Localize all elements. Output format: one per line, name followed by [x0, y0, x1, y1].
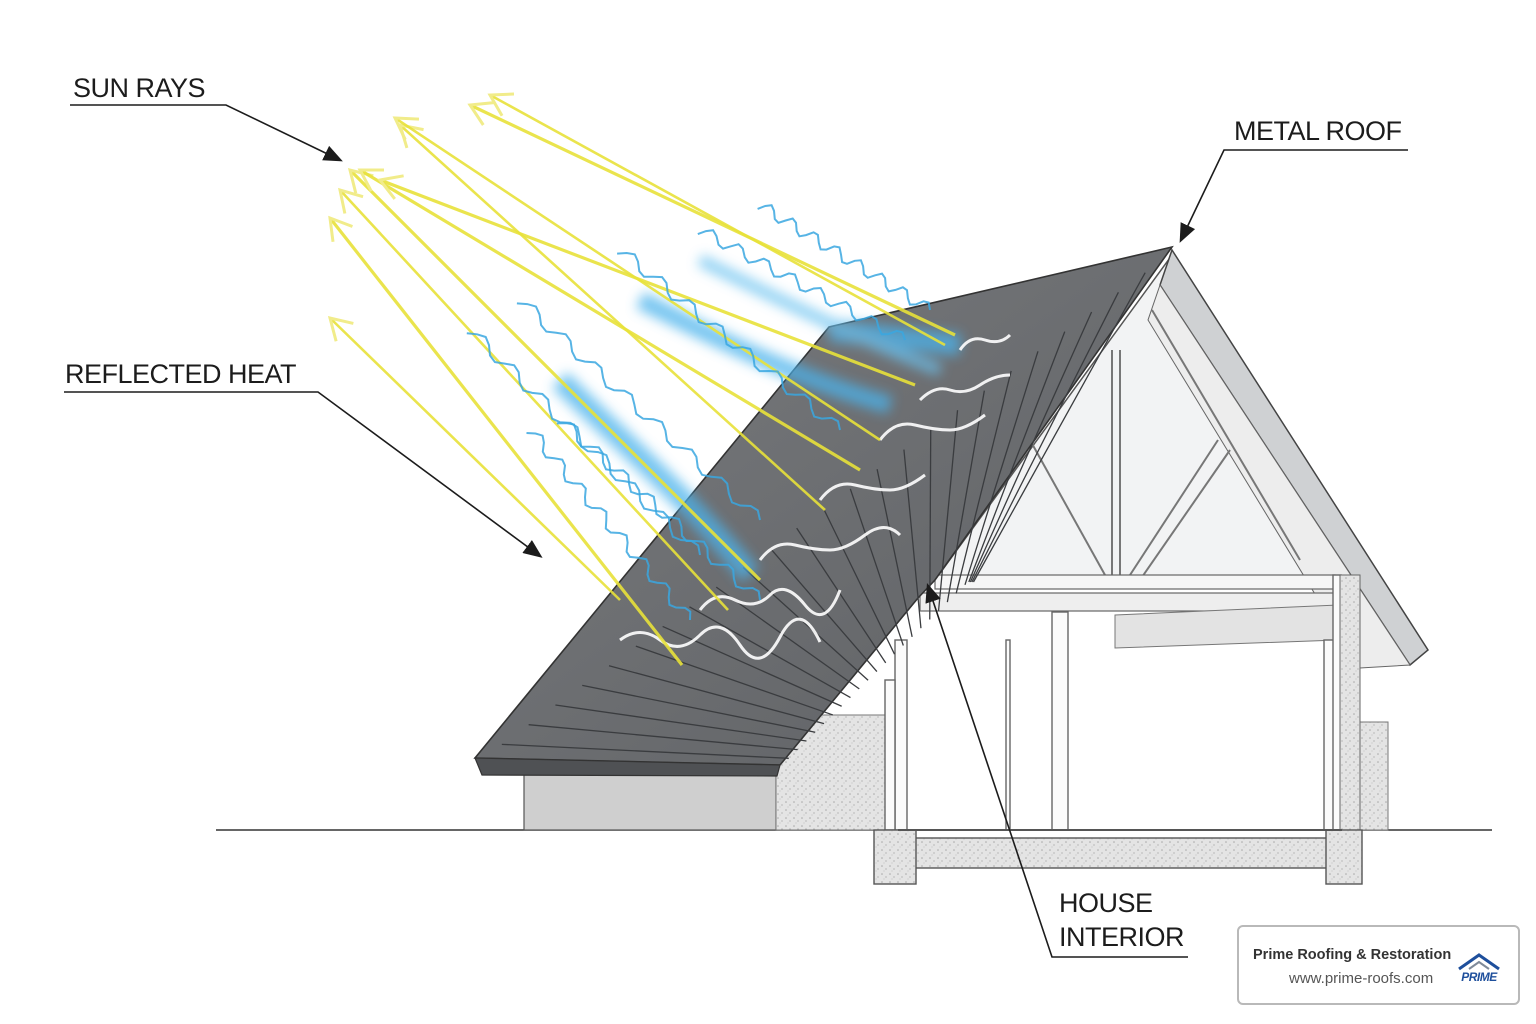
roof-seam — [969, 311, 1093, 583]
roof-seam — [971, 292, 1119, 583]
heat-wave — [697, 229, 906, 341]
roof-seams — [501, 272, 1146, 759]
roof-seam — [769, 547, 878, 672]
roof-seam — [946, 390, 985, 603]
roof-seam — [968, 331, 1066, 583]
heat-waves-group — [466, 204, 931, 621]
ceiling-joist — [934, 574, 1336, 590]
sun-ray — [329, 317, 621, 601]
sun-ray — [489, 93, 946, 347]
reflected-heat-swirls — [619, 333, 1012, 660]
sun-ray-arrowhead — [467, 101, 495, 126]
roof-seam — [742, 566, 869, 681]
heat-wave — [617, 251, 841, 431]
brand-card: Prime Roofing & Restoration www.prime-ro… — [1237, 925, 1520, 1005]
roof-seam — [937, 410, 959, 611]
brand-url: www.prime-roofs.com — [1289, 970, 1434, 987]
sun-ray-arrowhead — [397, 123, 424, 149]
roof-seam — [796, 527, 887, 664]
heat-wave — [556, 422, 761, 601]
sun-rays-label: SUN RAYS — [73, 73, 205, 103]
roof-seam — [555, 704, 807, 742]
brand-name: Prime Roofing & Restoration — [1253, 947, 1452, 963]
sun-ray — [328, 217, 684, 666]
leader-lines — [64, 104, 1408, 958]
sun-ray-arrowhead — [392, 116, 420, 141]
roof-seam — [608, 665, 825, 725]
roof-seam — [876, 469, 913, 637]
sun-ray — [379, 178, 916, 387]
roof-seam — [964, 351, 1039, 585]
reflected-heat-label: REFLECTED HEAT — [65, 359, 296, 389]
roof-seam — [955, 370, 1012, 594]
roof-seam — [822, 508, 896, 655]
right-wall-insulation — [1339, 574, 1361, 831]
brand-logo: PRIME — [1451, 953, 1507, 987]
heat-wave — [526, 432, 692, 621]
sun-ray — [339, 189, 729, 611]
roof-seam — [715, 586, 860, 690]
heat-wave — [516, 302, 761, 521]
sun-ray — [348, 168, 762, 582]
roof-seam — [972, 272, 1146, 583]
roof-seam — [501, 743, 789, 759]
sun-ray — [399, 124, 826, 511]
roof-eave — [474, 757, 781, 777]
brand-logo-text: PRIME — [1461, 970, 1497, 984]
truss — [1029, 309, 1301, 581]
house-label-line2: INTERIOR — [1059, 922, 1184, 952]
roof-seam — [582, 684, 816, 733]
sun-ray-arrowhead — [357, 168, 385, 192]
house-roof-icon — [1458, 953, 1500, 971]
sun-ray — [359, 168, 861, 472]
roof-seam — [849, 488, 904, 646]
sun-ray-arrowhead — [487, 92, 515, 117]
house-label-line1: HOUSE — [1059, 888, 1153, 918]
floor-slab — [897, 837, 1343, 869]
heat-wave — [757, 204, 931, 311]
roof-seam — [635, 645, 834, 716]
sun-rays-group — [327, 92, 956, 666]
footing-right — [1325, 829, 1363, 885]
sun-ray-arrowhead — [328, 215, 353, 242]
roof-seam — [528, 724, 798, 751]
sun-ray-arrowhead — [377, 174, 404, 200]
metal-roof-label: METAL ROOF — [1234, 116, 1402, 146]
sun-ray — [469, 103, 956, 337]
sun-ray-arrowhead — [327, 315, 354, 342]
footing-left — [873, 829, 917, 885]
roof-seam — [903, 449, 922, 629]
sun-ray-arrowhead — [338, 187, 364, 214]
